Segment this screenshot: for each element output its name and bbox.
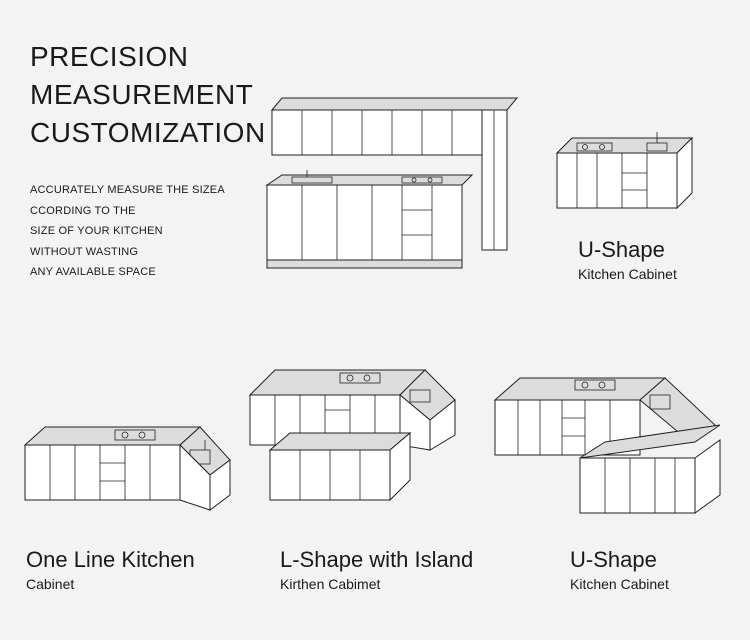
headline-line-1: PRECISION: [30, 41, 189, 72]
l-shape-caption: L-Shape with Island Kirthen Cabimet: [280, 546, 473, 594]
description-line-2: CCORDING TO THE: [30, 204, 136, 217]
page-headline: PRECISION MEASUREMENT CUSTOMIZATION: [30, 38, 266, 152]
description-line-1: ACCURATELY MEASURE THE SIZEA: [30, 184, 225, 196]
u-shape-bottom-illustration: [490, 370, 730, 525]
u-shape-bottom-subtitle: Kitchen Cabinet: [570, 576, 669, 592]
u-shape-top-subtitle: Kitchen Cabinet: [578, 266, 677, 282]
l-shape-subtitle: Kirthen Cabimet: [280, 576, 381, 592]
headline-line-2: MEASUREMENT: [30, 79, 254, 110]
u-shape-top-title: U-Shape: [578, 237, 665, 262]
headline-line-3: CUSTOMIZATION: [30, 117, 266, 148]
u-shape-top-illustration: [552, 118, 702, 218]
one-line-title: One Line Kitchen: [26, 547, 195, 572]
one-line-caption: One Line Kitchen Cabinet: [26, 546, 195, 594]
u-shape-bottom-caption: U-Shape Kitchen Cabinet: [570, 546, 669, 594]
one-line-subtitle: Cabinet: [26, 576, 75, 592]
u-shape-bottom-title: U-Shape: [570, 547, 657, 572]
description-line-3: SIZE OF YOUR KITCHEN: [30, 225, 163, 237]
description-text: ACCURATELY MEASURE THE SIZEA CCORDING TO…: [30, 180, 225, 283]
u-shape-top-caption: U-Shape Kitchen Cabinet: [578, 236, 677, 284]
description-line-5: ANY AVAILABLE SPACE: [30, 266, 156, 278]
description-line-4: WITHOUT WASTING: [30, 245, 139, 258]
l-shape-island-illustration: [245, 355, 465, 515]
one-line-kitchen-illustration: [20, 405, 240, 520]
l-shape-title: L-Shape with Island: [280, 547, 474, 572]
straight-kitchen-illustration: [262, 90, 522, 280]
